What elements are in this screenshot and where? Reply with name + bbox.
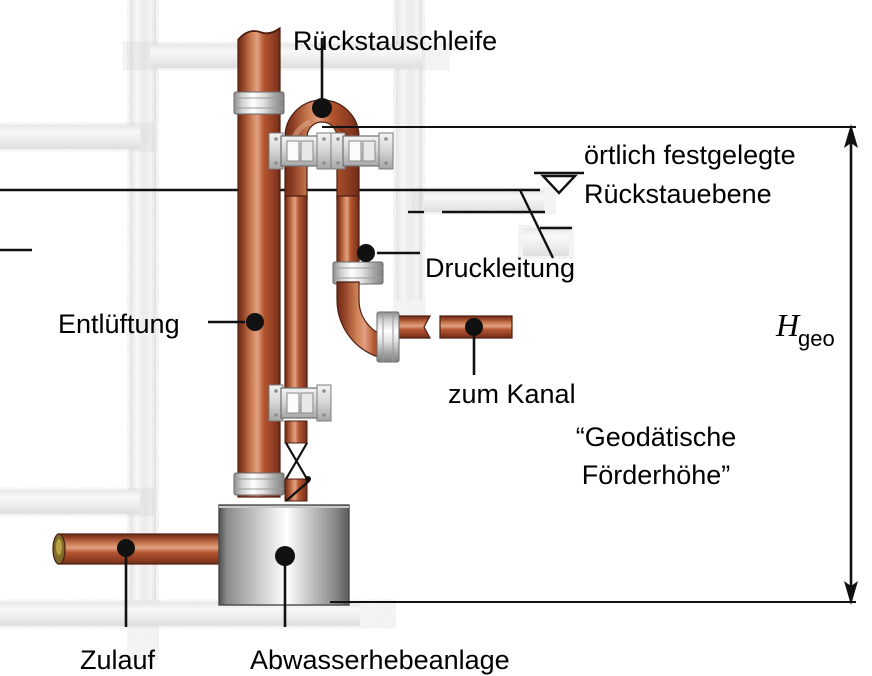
loop-left-leg (284, 195, 308, 412)
leader-dot-rueckstauschleife (312, 98, 332, 118)
h-geo-dimension (322, 124, 858, 605)
vent-coupling-lower (233, 472, 285, 496)
flexible-connector (284, 420, 311, 502)
label-druckleitung: Druckleitung (425, 253, 575, 283)
building-structure (0, 0, 572, 626)
pipe-clamp-left (268, 132, 332, 170)
floor-slab-upper-left (0, 125, 140, 149)
leader-dot-abwasserhebeanlage (275, 546, 295, 566)
elbow-coupling-top (332, 261, 384, 285)
vent-coupling-upper (233, 91, 285, 115)
pipe-clamp-lower (268, 384, 332, 422)
leader-dot-entlueftung (246, 313, 264, 331)
vent-pipe-mouth (237, 27, 281, 41)
terrain-band-upper (424, 190, 544, 212)
label-rueckstauschleife: Rückstauschleife (293, 26, 497, 56)
leader-dot-zulauf (117, 539, 135, 557)
leader-dot-zum-kanal (465, 318, 483, 336)
druckleitung-elbow (332, 261, 432, 363)
elbow-coupling-horizontal (376, 311, 400, 363)
dimension-arrow-head-bottom (844, 581, 858, 605)
label-zum-kanal: zum Kanal (448, 379, 576, 409)
floor-slab-lower-left (0, 490, 140, 514)
floor-slab-top (150, 44, 422, 68)
zulauf-pipe (52, 533, 239, 565)
label-oertlich-festgelegte-line1: örtlich festgelegte (584, 140, 796, 170)
label-zulauf: Zulauf (80, 645, 156, 675)
label-abwasserhebeanlage: Abwasserhebeanlage (250, 645, 510, 675)
zulauf-bore (56, 539, 62, 555)
leader-lines (117, 38, 483, 627)
rueckstauebene-marker (534, 171, 584, 195)
label-entlueftung: Entlüftung (58, 309, 180, 339)
ground-slab (0, 602, 360, 626)
label-geodaetische-line2: Förderhöhe” (582, 460, 731, 490)
label-rueckstauebene-line2: Rückstauebene (584, 179, 772, 209)
terrain-slope-line (518, 189, 555, 259)
leader-dot-druckleitung (357, 244, 375, 262)
entlueftung-pipe (233, 26, 285, 498)
dimension-arrow-head-top (844, 124, 858, 148)
label-geodaetische-line1: “Geodätische (576, 422, 737, 452)
zulauf-pipe-body (57, 533, 239, 565)
water-level-triangle (540, 174, 578, 195)
label-h-symbol: H (775, 307, 801, 343)
label-h-subscript: geo (798, 326, 835, 351)
pipe-clamp-right (330, 132, 394, 170)
